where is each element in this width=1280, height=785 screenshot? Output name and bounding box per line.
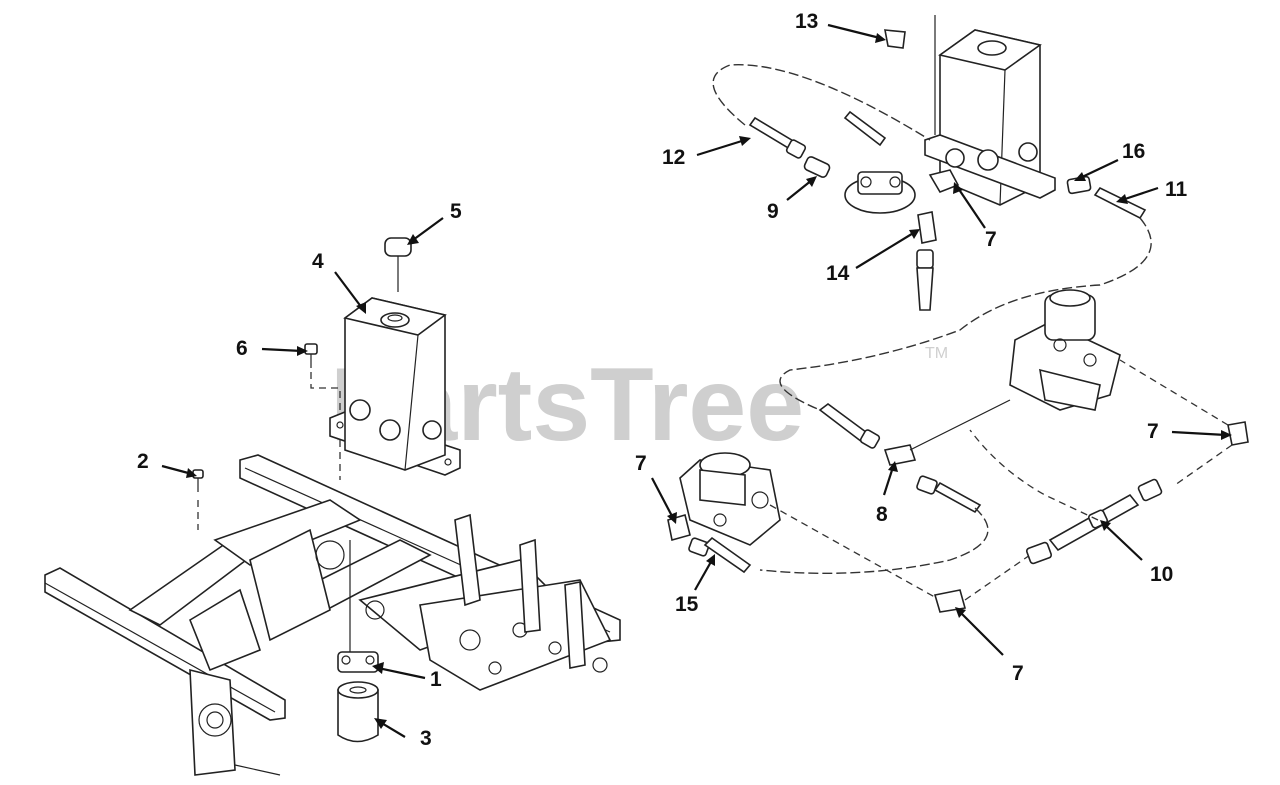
callout-10: 10 (1150, 563, 1173, 586)
mounting-screw (304, 343, 341, 410)
reservoir-tank-upper (924, 15, 1056, 206)
hose-11 (1093, 186, 1147, 220)
callout-3: 3 (420, 727, 432, 750)
callout-4: 4 (312, 250, 324, 273)
fitting-14 (916, 211, 937, 311)
callout-9: 9 (767, 200, 779, 223)
callout-13: 13 (795, 10, 818, 33)
oil-filter (337, 681, 379, 743)
hydraulic-pump (1009, 289, 1121, 411)
chassis-frame (44, 454, 621, 776)
line-elbow-to-cooler (964, 554, 1031, 601)
tee-fitting-8 (883, 399, 1011, 466)
callout-6: 6 (236, 337, 248, 360)
reservoir-cap (384, 237, 412, 292)
elbow-7-right (1119, 359, 1249, 486)
callout-11: 11 (1165, 178, 1188, 201)
callout-7-upper: 7 (985, 228, 997, 251)
callout-12: 12 (662, 146, 685, 169)
elbow-7-upper (928, 169, 960, 193)
line-valve-to-elbow (769, 504, 941, 601)
watermark-trademark: TM (925, 345, 948, 362)
hose-main-loop (779, 217, 1152, 411)
callout-1: 1 (430, 668, 442, 691)
callout-labels: 1 2 3 4 5 6 7 7 7 7 8 9 10 11 12 13 14 1… (137, 10, 1188, 750)
fitting-13 (884, 29, 906, 49)
reservoir-tank-left (329, 297, 461, 480)
control-valve (679, 452, 781, 546)
leader-lines (161, 23, 1232, 738)
hose-upper-loop (712, 64, 931, 141)
elbow-7-lower (933, 589, 967, 613)
bolt (192, 469, 204, 530)
callout-14: 14 (826, 262, 850, 285)
callout-7-right: 7 (1147, 420, 1159, 443)
callout-2: 2 (137, 450, 149, 473)
hose-to-tee (818, 403, 881, 449)
callout-7-left: 7 (635, 452, 647, 475)
callout-7-lower: 7 (1012, 662, 1024, 685)
callout-5: 5 (450, 200, 462, 223)
callout-16: 16 (1122, 140, 1145, 163)
hose-15 (688, 536, 752, 574)
hose-12 (748, 110, 887, 159)
filter-head-right (844, 171, 916, 214)
callout-15: 15 (675, 593, 699, 616)
filter-head (337, 540, 379, 673)
elbow-9 (803, 156, 831, 178)
hose-from-tee (759, 475, 989, 575)
tube-assembly-10 (969, 429, 1163, 565)
callout-8: 8 (876, 503, 888, 526)
